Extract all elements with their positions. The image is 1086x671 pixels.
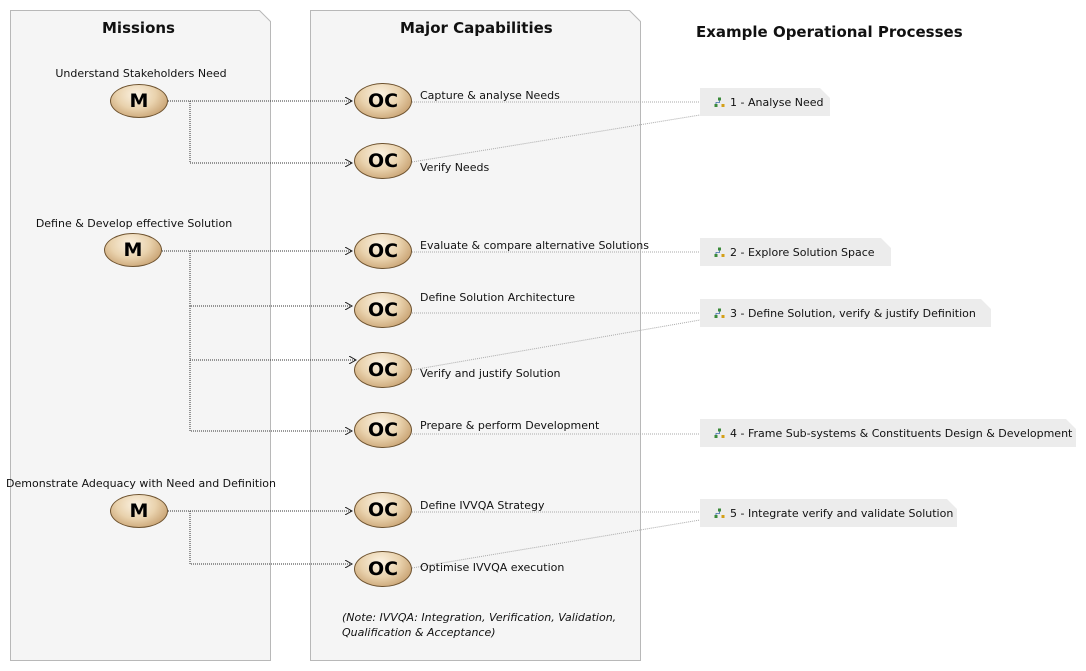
capability-label-6: Prepare & perform Development <box>420 419 600 432</box>
process-box-1[interactable]: 1 - Analyse Need <box>700 88 830 116</box>
mission-node-3[interactable]: M <box>110 494 168 528</box>
process-box-fold <box>1066 419 1076 429</box>
capability-label-7: Define IVVQA Strategy <box>420 499 545 512</box>
process-box-fold <box>820 88 830 98</box>
mission-label-2: Define & Develop effective Solution <box>35 217 233 230</box>
capability-node-2[interactable]: OC <box>354 143 412 179</box>
process-box-2[interactable]: 2 - Explore Solution Space <box>700 238 891 266</box>
capabilities-panel-fold <box>629 10 641 22</box>
missions-heading: Missions <box>102 19 175 37</box>
capability-label-2: Verify Needs <box>420 161 490 174</box>
capability-node-6[interactable]: OC <box>354 412 412 448</box>
missions-panel <box>10 10 271 661</box>
process-box-fold <box>981 299 991 309</box>
process-label-1: 1 - Analyse Need <box>730 95 824 109</box>
ivvqa-note-line-1: (Note: IVVQA: Integration, Verification,… <box>342 611 617 624</box>
capability-node-4[interactable]: OC <box>354 292 412 328</box>
trace-oc2-p1 <box>411 114 701 163</box>
edge-m3-oc8 <box>168 510 352 564</box>
process-box-4[interactable]: 4 - Frame Sub-systems & Constituents Des… <box>700 419 1076 447</box>
capability-label-8: Optimise IVVQA execution <box>420 561 565 574</box>
process-box-fold <box>947 499 957 509</box>
capability-node-3[interactable]: OC <box>354 233 412 269</box>
capability-node-8[interactable]: OC <box>354 551 412 587</box>
edge-m2-oc4 <box>162 250 352 306</box>
process-box-5[interactable]: 5 - Integrate verify and validate Soluti… <box>700 499 957 527</box>
mission-label-1: Understand Stakeholders Need <box>55 67 227 80</box>
process-icon <box>714 428 725 438</box>
process-icon <box>714 247 725 257</box>
capability-label-4: Define Solution Architecture <box>420 291 576 304</box>
process-label-5: 5 - Integrate verify and validate Soluti… <box>730 506 954 520</box>
process-box-3[interactable]: 3 - Define Solution, verify & justify De… <box>700 299 991 327</box>
capability-node-5[interactable]: OC <box>354 352 412 388</box>
ivvqa-note-line-2: Qualification & Acceptance) <box>342 626 496 639</box>
process-box-fold <box>881 238 891 248</box>
capabilities-heading: Major Capabilities <box>400 19 553 37</box>
mission-node-1[interactable]: M <box>110 84 168 118</box>
capability-label-5: Verify and justify Solution <box>420 367 561 380</box>
edge-m2-oc5 <box>189 306 356 360</box>
capability-node-7[interactable]: OC <box>354 492 412 528</box>
process-label-2: 2 - Explore Solution Space <box>730 245 875 259</box>
capability-node-1[interactable]: OC <box>354 83 412 119</box>
trace-oc8-p5 <box>411 519 701 569</box>
process-label-4: 4 - Frame Sub-systems & Constituents Des… <box>730 426 1073 440</box>
capability-label-3: Evaluate & compare alternative Solutions <box>420 239 649 252</box>
missions-panel-fold <box>259 10 271 22</box>
edge-m1-oc2 <box>168 100 352 163</box>
capabilities-panel <box>310 10 641 661</box>
processes-heading: Example Operational Processes <box>696 23 963 41</box>
process-icon <box>714 308 725 318</box>
process-label-3: 3 - Define Solution, verify & justify De… <box>730 306 976 320</box>
ivvqa-note: (Note: IVVQA: Integration, Verification,… <box>342 610 616 640</box>
trace-oc5-p3 <box>411 319 701 371</box>
process-icon <box>714 97 725 107</box>
capability-label-1: Capture & analyse Needs <box>420 89 560 102</box>
mission-node-2[interactable]: M <box>104 233 162 267</box>
process-icon <box>714 508 725 518</box>
edge-m2-oc6 <box>189 360 352 431</box>
mission-label-3: Demonstrate Adequacy with Need and Defin… <box>6 477 276 490</box>
